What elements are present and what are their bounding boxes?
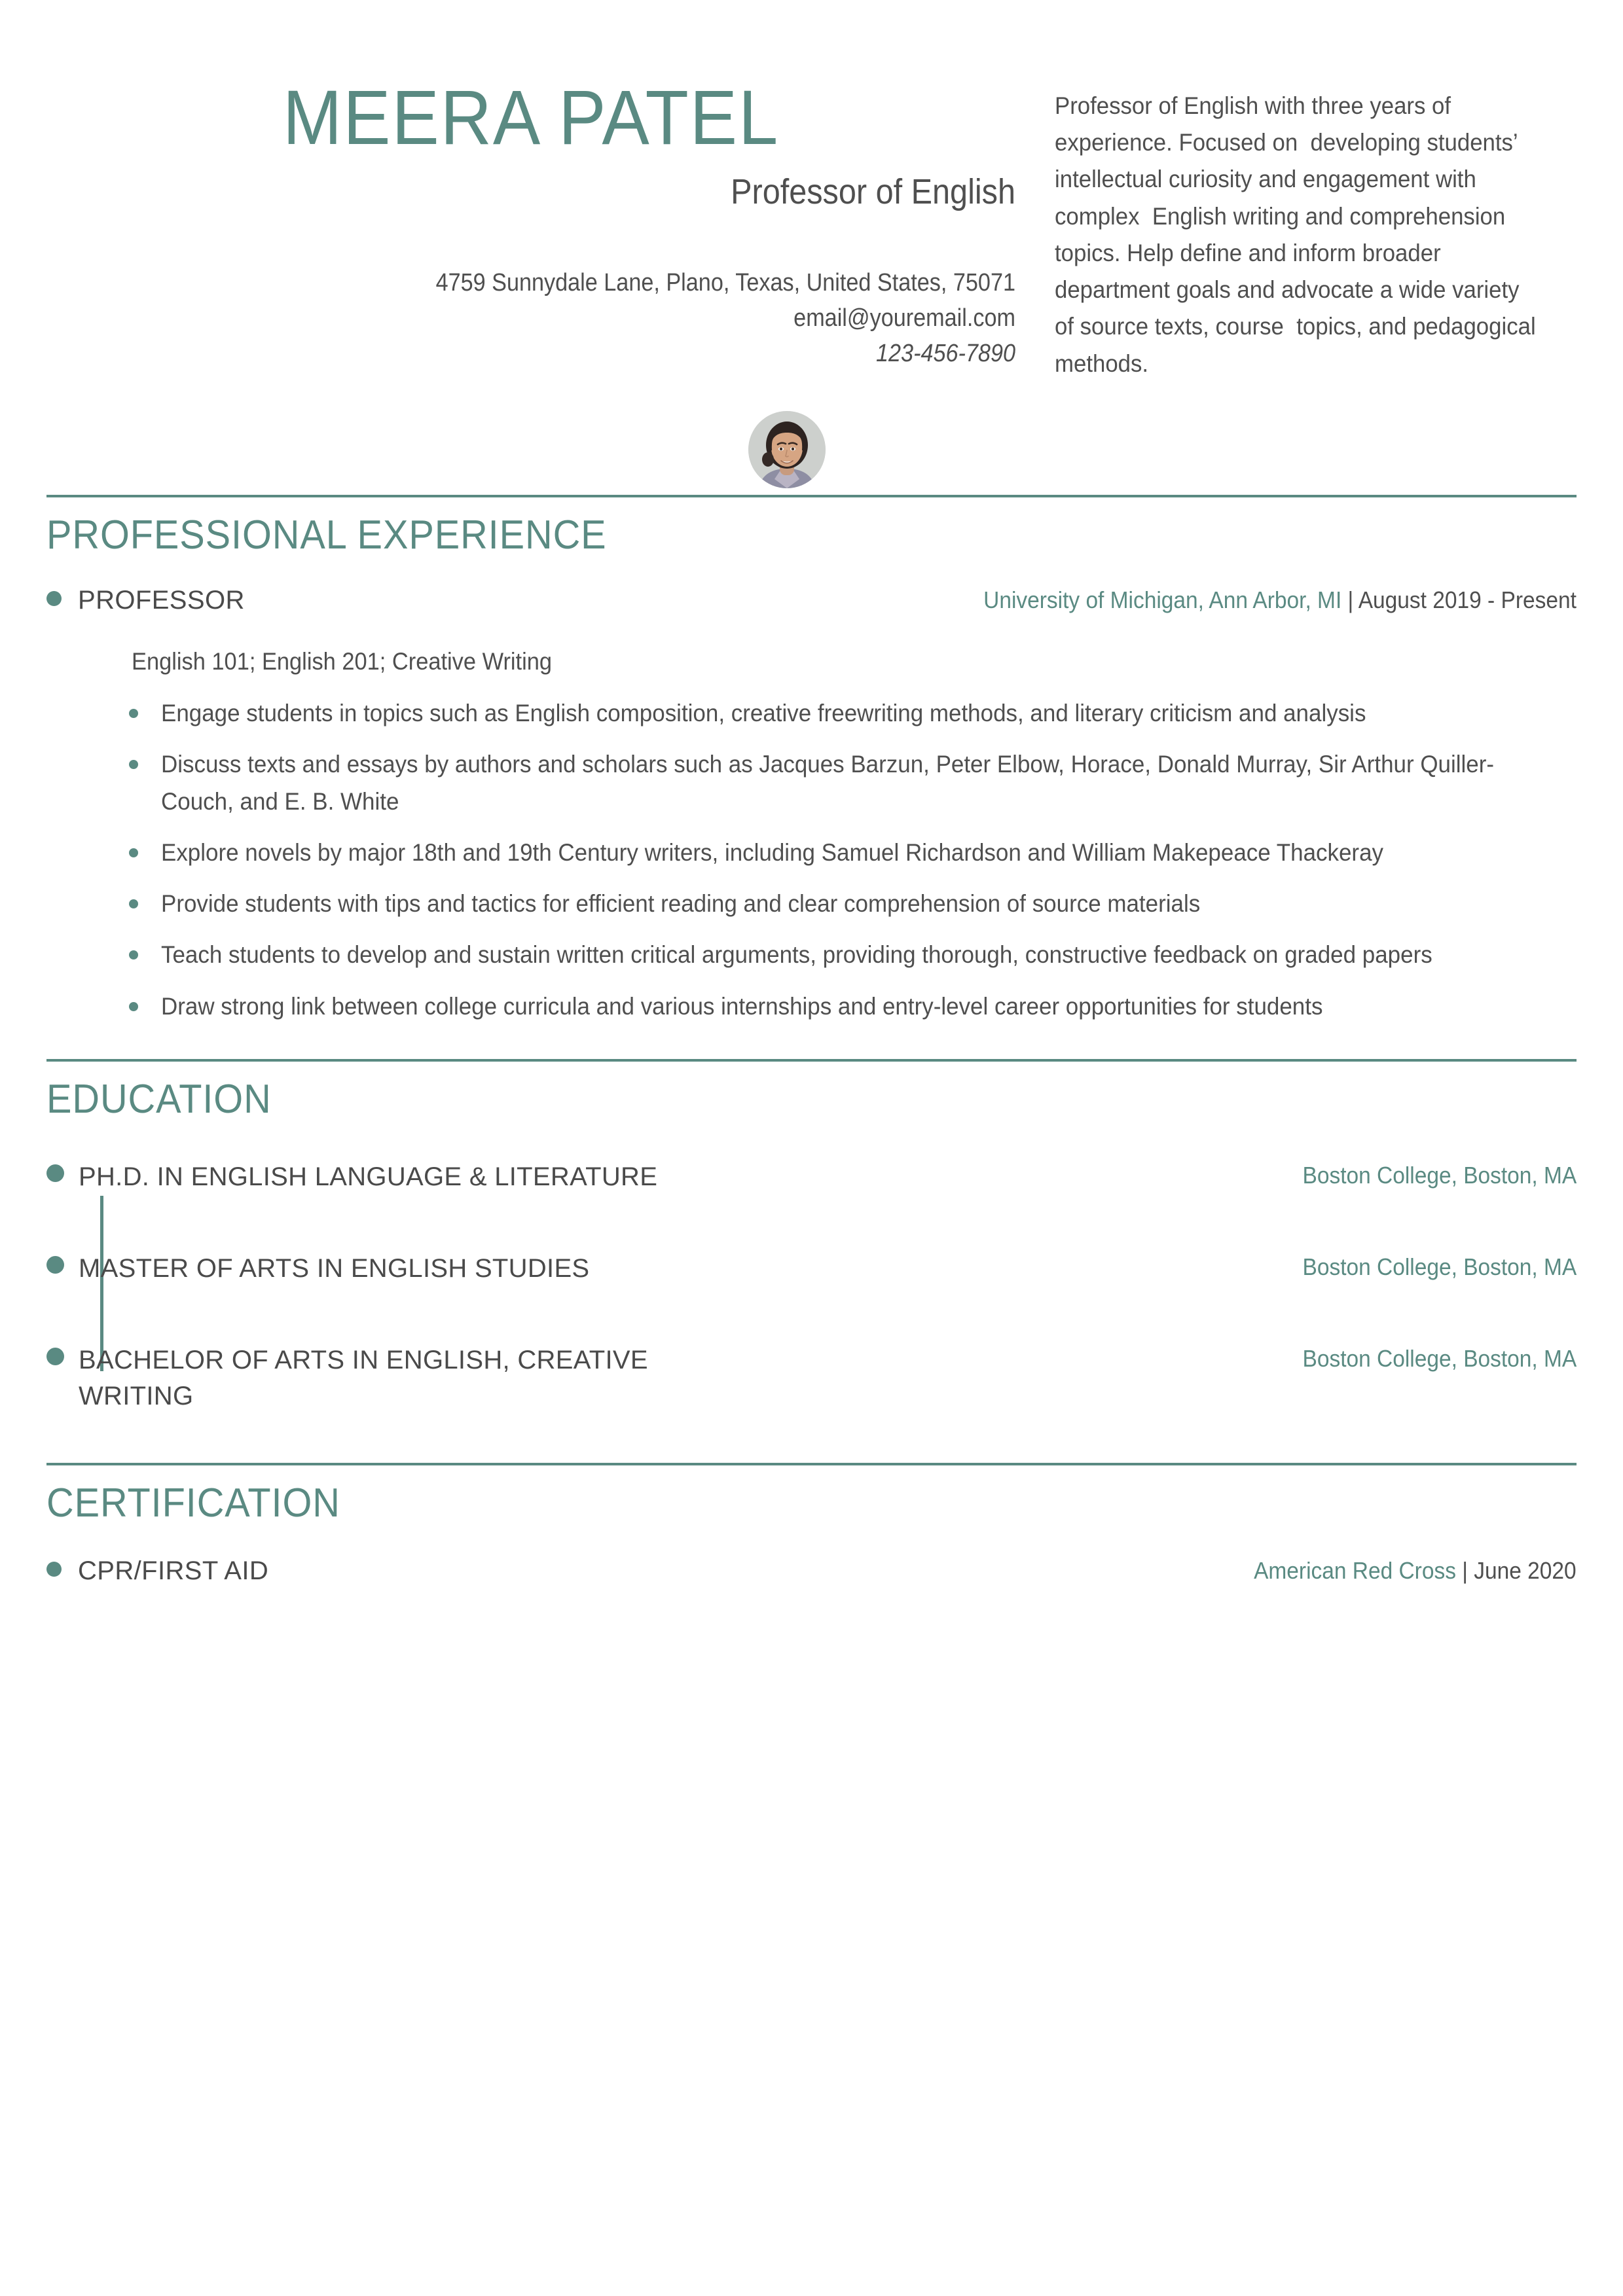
timeline-dot-icon — [46, 1164, 64, 1182]
section-certification: CERTIFICATION CPR/FIRST AID American Red… — [46, 1463, 1577, 1586]
education-entry-left: MASTER OF ARTS IN ENGLISH STUDIES — [46, 1251, 589, 1287]
experience-bullet-list: Engage students in topics such as Englis… — [46, 695, 1577, 1025]
education-entry: BACHELOR OF ARTS IN ENGLISH, CREATIVE WR… — [46, 1342, 1577, 1414]
job-title-subtitle: Professor of English — [731, 172, 1015, 212]
avatar-container — [46, 411, 1015, 489]
experience-entry-left: PROFESSOR — [46, 586, 245, 615]
professional-summary: Professor of English with three years of… — [1055, 92, 1542, 377]
section-title-certification: CERTIFICATION — [46, 1480, 340, 1526]
resume-header: MEERA PATEL Professor of English 4759 Su… — [46, 0, 1577, 489]
education-school: Boston College, Boston, MA — [1302, 1344, 1577, 1372]
bullet-dot-icon — [129, 950, 138, 960]
education-timeline: PH.D. IN ENGLISH LANGUAGE & LITERATURE B… — [46, 1159, 1577, 1414]
education-school: Boston College, Boston, MA — [1302, 1161, 1577, 1189]
certification-entry-meta: American Red Cross | June 2020 — [1254, 1557, 1577, 1585]
bullet-dot-icon — [129, 709, 138, 719]
education-entry-left: PH.D. IN ENGLISH LANGUAGE & LITERATURE — [46, 1159, 657, 1195]
experience-job-title: PROFESSOR — [78, 586, 245, 615]
section-divider — [46, 1463, 1577, 1466]
header-identity-block: MEERA PATEL Professor of English 4759 Su… — [46, 75, 1055, 489]
experience-entry-meta: University of Michigan, Ann Arbor, MI | … — [983, 586, 1577, 614]
experience-courses: English 101; English 201; Creative Writi… — [132, 648, 553, 675]
certification-organization: American Red Cross — [1254, 1557, 1457, 1585]
contact-block: 4759 Sunnydale Lane, Plano, Texas, Unite… — [46, 266, 1015, 372]
timeline-dot-icon — [46, 1347, 64, 1365]
experience-dates: August 2019 - Present — [1358, 586, 1577, 614]
certification-meta-separator: | — [1456, 1557, 1474, 1585]
section-divider — [46, 495, 1577, 498]
certification-date: June 2020 — [1474, 1557, 1577, 1585]
timeline-connector — [100, 1195, 103, 1372]
section-title-experience: PROFESSIONAL EXPERIENCE — [46, 512, 607, 558]
section-education: EDUCATION PH.D. IN ENGLISH LANGUAGE & LI… — [46, 1058, 1577, 1414]
timeline-dot-icon — [46, 1255, 64, 1274]
bullet-text: Provide students with tips and tactics f… — [161, 890, 1201, 918]
contact-address: 4759 Sunnydale Lane, Plano, Texas, Unite… — [435, 269, 1015, 297]
bullet-dot-icon — [46, 1562, 62, 1577]
bullet-dot-icon — [129, 760, 138, 770]
education-entry: MASTER OF ARTS IN ENGLISH STUDIES Boston… — [46, 1251, 1577, 1306]
bullet-text: Teach students to develop and sustain wr… — [161, 941, 1432, 969]
bullet-dot-icon — [129, 1001, 138, 1011]
list-item: Discuss texts and essays by authors and … — [46, 746, 1577, 819]
bullet-dot-icon — [46, 591, 62, 607]
portrait-photo-icon — [748, 411, 826, 489]
section-professional-experience: PROFESSIONAL EXPERIENCE PROFESSOR Univer… — [46, 495, 1577, 1025]
bullet-text: Draw strong link between college curricu… — [161, 992, 1323, 1020]
education-school: Boston College, Boston, MA — [1302, 1253, 1577, 1280]
certification-entry: CPR/FIRST AID American Red Cross | June … — [46, 1556, 1577, 1586]
experience-entry-header: PROFESSOR University of Michigan, Ann Ar… — [46, 586, 1577, 615]
page-title: MEERA PATEL — [282, 75, 780, 161]
list-item: Engage students in topics such as Englis… — [46, 695, 1577, 732]
bullet-text: Engage students in topics such as Englis… — [161, 700, 1366, 727]
certification-entry-left: CPR/FIRST AID — [46, 1556, 268, 1586]
education-entry-left: BACHELOR OF ARTS IN ENGLISH, CREATIVE WR… — [46, 1342, 701, 1414]
list-item: Teach students to develop and sustain wr… — [46, 937, 1577, 973]
bullet-text: Discuss texts and essays by authors and … — [161, 751, 1495, 815]
contact-email[interactable]: email@youremail.com — [793, 304, 1015, 332]
summary-block: Professor of English with three years of… — [1055, 79, 1572, 382]
education-entry: PH.D. IN ENGLISH LANGUAGE & LITERATURE B… — [46, 1159, 1577, 1214]
list-item: Draw strong link between college curricu… — [46, 988, 1577, 1025]
education-degree: PH.D. IN ENGLISH LANGUAGE & LITERATURE — [79, 1162, 658, 1191]
bullet-dot-icon — [129, 848, 138, 857]
bullet-text: Explore novels by major 18th and 19th Ce… — [161, 838, 1384, 866]
education-degree: MASTER OF ARTS IN ENGLISH STUDIES — [79, 1253, 590, 1283]
education-degree: BACHELOR OF ARTS IN ENGLISH, CREATIVE WR… — [79, 1345, 648, 1411]
list-item: Provide students with tips and tactics f… — [46, 886, 1577, 922]
contact-phone[interactable]: 123-456-7890 — [876, 340, 1015, 368]
experience-meta-separator: | — [1341, 586, 1359, 614]
avatar — [748, 411, 826, 489]
list-item: Explore novels by major 18th and 19th Ce… — [46, 834, 1577, 871]
section-title-education: EDUCATION — [46, 1076, 272, 1122]
section-divider — [46, 1058, 1577, 1062]
experience-organization: University of Michigan, Ann Arbor, MI — [983, 586, 1342, 614]
bullet-dot-icon — [129, 899, 138, 909]
certification-name: CPR/FIRST AID — [78, 1556, 269, 1586]
